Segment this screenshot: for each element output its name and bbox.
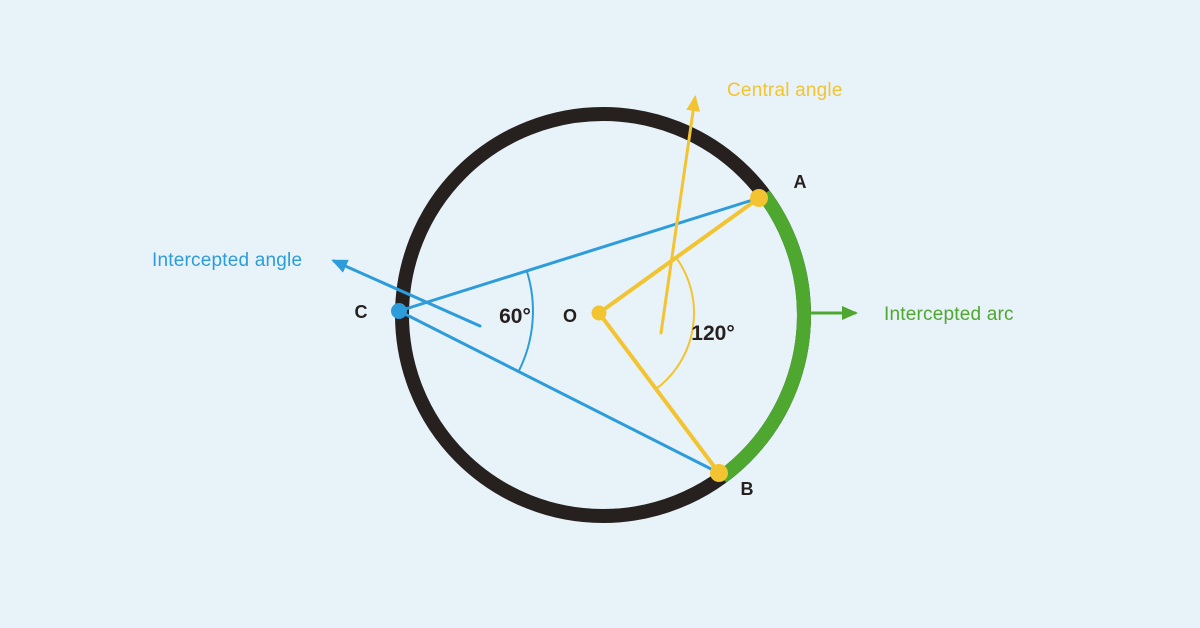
chord-c-to-a <box>397 196 761 313</box>
point-c-label: C <box>355 302 368 322</box>
inscribed-angle-arc <box>517 270 534 373</box>
intercepted-angle-arrow <box>331 259 482 328</box>
central-angle-arc <box>655 257 695 390</box>
center-o-dot <box>591 305 607 321</box>
radius-o-to-a <box>597 196 761 315</box>
inscribed-angle-value: 60° <box>499 305 531 328</box>
center-o-label: O <box>563 306 577 326</box>
point-c-dot <box>391 303 407 319</box>
point-a-label: A <box>794 172 807 192</box>
central-angle-value: 120° <box>691 322 734 345</box>
central-angle-label: Central angle <box>727 80 843 101</box>
point-b-label: B <box>741 479 754 499</box>
intercepted-arc <box>717 190 811 483</box>
intercepted-arc-label: Intercepted arc <box>884 304 1014 325</box>
intercepted-angle-label: Intercepted angle <box>152 250 302 271</box>
central-angle-arrow <box>659 95 701 335</box>
radius-o-to-b <box>597 311 721 475</box>
point-b-dot <box>710 464 728 482</box>
chord-c-to-b <box>397 309 721 475</box>
point-a-dot <box>750 189 768 207</box>
